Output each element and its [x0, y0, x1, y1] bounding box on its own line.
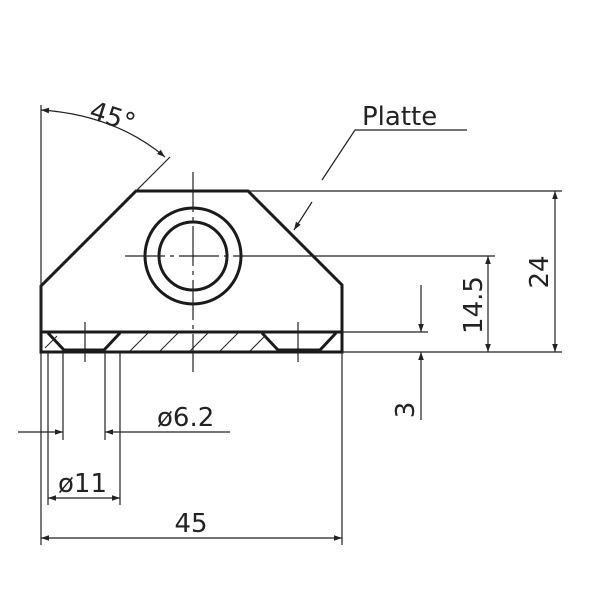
- dim-countersink-diameter: ø11: [58, 469, 107, 499]
- dim-height-total: 24: [525, 255, 555, 288]
- countersink-left: [46, 331, 122, 352]
- part-outline: [39, 189, 344, 354]
- part-label: Platte: [362, 102, 437, 132]
- extension-lines: [40, 105, 562, 545]
- dim-hole-center-height: 14.5: [459, 276, 489, 334]
- section-hatching: [44, 332, 267, 352]
- dim-bore-diameter: ø6.2: [157, 403, 214, 433]
- centerlines: [84, 172, 299, 372]
- angle-label: 45°: [86, 96, 139, 139]
- countersink-right: [260, 331, 338, 352]
- dim-width: 45: [174, 509, 207, 539]
- dimension-lines: [18, 107, 558, 541]
- dim-plate-thickness: 3: [391, 402, 421, 419]
